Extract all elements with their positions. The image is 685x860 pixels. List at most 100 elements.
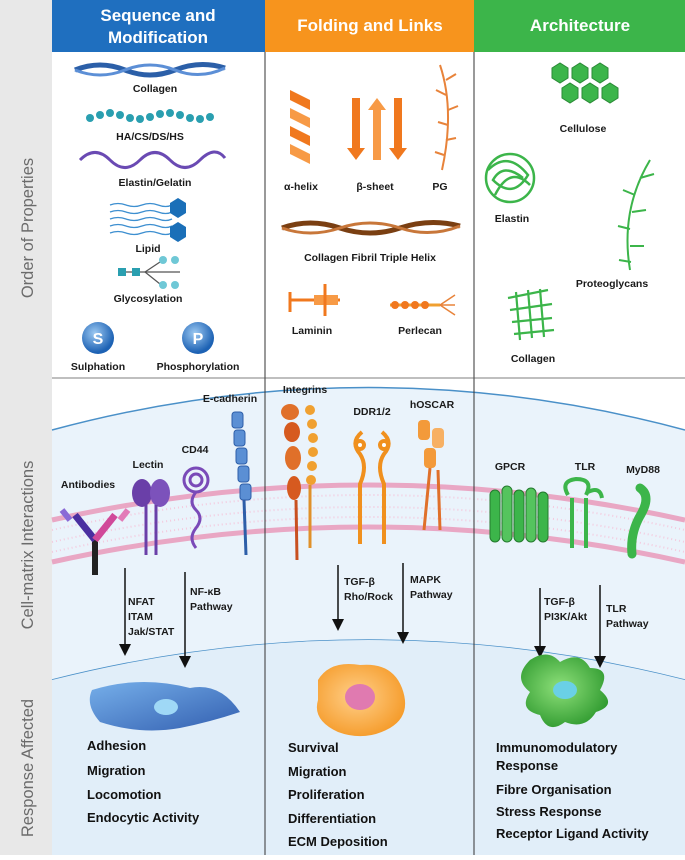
response-immunomodulatory: Immunomodulatory [496,740,618,755]
pathway-pi3k: PI3K/Akt [544,611,588,623]
response-survival: Survival [288,740,339,755]
label-laminin: Laminin [292,325,332,337]
pathway-tgf-1: TGF-β [344,576,375,588]
integrin-icon [281,404,318,561]
label-alpha-helix: α-helix [284,181,318,193]
blue-cell-icon [89,681,240,731]
myd88-icon [627,483,651,559]
side-label-cellmatrix: Cell-matrix Interactions [19,461,37,630]
side-label-order: Order of Properties [19,158,37,298]
label-perlecan: Perlecan [398,325,442,337]
label-collagen-arch: Collagen [511,353,555,365]
pathway-nfat-1: NFAT [128,596,155,608]
perlecan-icon [390,294,456,316]
label-lipid: Lipid [135,243,160,255]
pathway-tlr-2: Pathway [606,618,649,630]
tlr-icon [563,476,604,548]
response-stress: Stress Response [496,804,602,819]
header-sequence-bg [52,0,265,52]
label-lectin: Lectin [133,459,164,471]
response-adhesion: Adhesion [87,738,146,753]
pathway-rho: Rho/Rock [344,591,393,603]
label-ddr: DDR1/2 [353,406,391,418]
ha-beads-icon [86,109,214,123]
label-phosphorylation: Phosphorylation [157,361,240,373]
header-folding: Folding and Links [297,16,442,35]
laminin-icon [288,284,340,316]
label-integrins: Integrins [283,384,327,396]
response-endocytic: Endocytic Activity [87,810,200,825]
label-pg: PG [432,181,447,193]
pathway-nfkb-1: NF-κB [190,586,221,598]
beta-sheet-icon [347,98,407,160]
label-cellulose: Cellulose [560,123,607,135]
elastin-wave-icon [78,150,227,169]
label-elastin-arch: Elastin [495,213,529,225]
glycosylation-icon [118,256,180,289]
cellulose-hex-icon [551,62,619,104]
pathway-nfat-3: Jak/STAT [128,626,175,638]
label-glycosylation: Glycosylation [114,293,183,305]
orange-cell-icon [316,664,406,737]
label-myd88: MyD88 [626,464,660,476]
lipid-head-icon-2 [170,222,186,242]
pathway-mapk-1: MAPK [410,574,441,586]
antibody-icon [59,508,131,575]
header-sequence-line1: Sequence and [100,6,215,25]
collagen-chain-icon [74,62,226,78]
collagen-mesh-icon [507,288,555,341]
label-ha: HA/CS/DS/HS [116,131,184,143]
response-proliferation: Proliferation [288,787,365,802]
cd44-icon [182,466,210,549]
header-folding-bg [265,0,474,52]
lipid-icon [109,202,173,236]
response-receptor: Receptor Ligand Activity [496,826,649,841]
pathway-nfat-2: ITAM [128,611,153,623]
collagen-triple-helix-icon [281,220,461,236]
label-antibodies: Antibodies [61,479,115,491]
hoscar-icon [418,420,444,531]
response-locomotion: Locomotion [87,787,161,802]
label-collagen-1: Collagen [133,83,177,95]
label-beta-sheet: β-sheet [356,181,394,193]
label-gpcr: GPCR [495,461,526,473]
lectin-icon [132,479,170,555]
header-sequence-line2: Modification [108,28,208,47]
label-tlr: TLR [575,461,596,473]
response-fibre: Fibre Organisation [496,782,612,797]
label-proteoglycans: Proteoglycans [576,278,649,290]
pathway-mapk-2: Pathway [410,589,453,601]
label-cd44: CD44 [182,444,209,456]
ddr-icon [353,430,391,544]
sulphation-letter: S [93,331,104,348]
phosphorylation-sphere-icon [182,322,214,354]
response-differentiation: Differentiation [288,811,376,826]
label-triple-helix: Collagen Fibril Triple Helix [304,252,436,264]
elastin-tangle-icon [484,152,536,204]
label-hoscar: hOSCAR [410,399,455,411]
label-ecadherin: E-cadherin [203,393,257,405]
lipid-head-icon [170,198,186,218]
gpcr-icon [489,485,549,543]
sulphation-sphere-icon [82,322,114,354]
side-strip [0,0,52,855]
proteoglycans-icon [617,159,655,271]
pathway-nfkb-2: Pathway [190,601,233,613]
label-elastin-gelatin: Elastin/Gelatin [119,177,192,189]
response-migration-1: Migration [87,763,146,778]
header-architecture-bg [474,0,685,52]
response-response: Response [496,758,558,773]
phosphorylation-letter: P [193,331,204,348]
ecadherin-icon [231,411,252,556]
side-label-response: Response Affected [19,699,37,837]
pathway-tgf-2: TGF-β [544,596,575,608]
header-architecture: Architecture [530,16,630,35]
pathway-tlr-1: TLR [606,603,627,615]
label-sulphation: Sulphation [71,361,125,373]
response-ecm: ECM Deposition [288,834,388,849]
green-cell-icon [521,654,609,728]
response-migration-2: Migration [288,764,347,779]
alpha-helix-icon [290,90,310,164]
